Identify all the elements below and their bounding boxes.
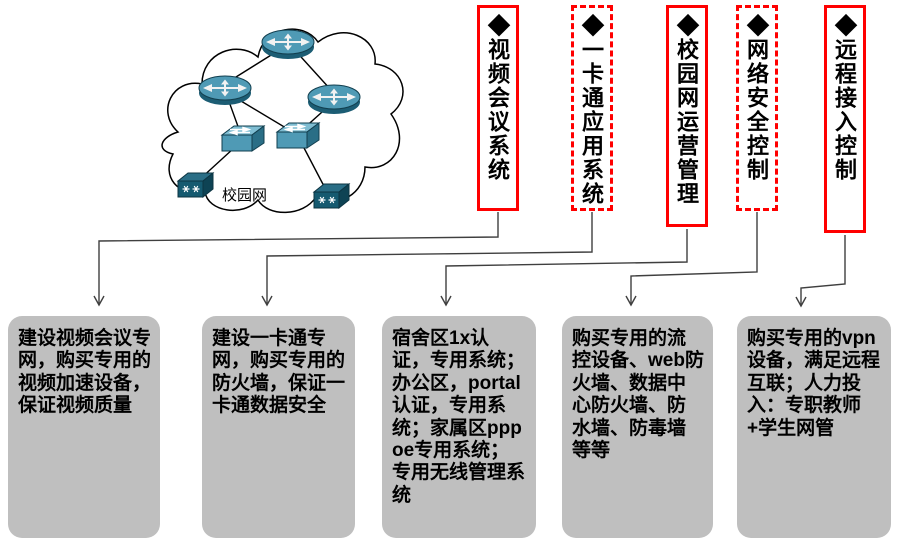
- feature-box-remote-access: ◆远程接入控制: [824, 5, 866, 233]
- router-icon: [261, 29, 315, 60]
- connector-arrow-5: [795, 235, 846, 308]
- lan-switch-icon: [313, 183, 350, 209]
- detail-box-security-control: 购买专用的流控设备、web防火墙、数据中心防火墙、防水墙、防毒墙等等: [562, 316, 713, 538]
- feature-box-video-conference: ◆视频会议系统: [477, 5, 519, 211]
- detail-box-video-conference: 建设视频会议专网，购买专用的视频加速设备，保证视频质量: [8, 316, 160, 538]
- feature-box-security-control: ◆网络安全控制: [736, 5, 778, 211]
- cloud-label: 校园网: [222, 187, 267, 204]
- connector-arrow-3: [440, 229, 688, 307]
- feature-box-network-operation: ◆校园网运营管理: [666, 5, 708, 227]
- detail-box-remote-access: 购买专用的vpn设备，满足远程互联；人力投入：专职教师+学生网管: [737, 316, 891, 538]
- feature-box-one-card-system: ◆一卡通应用系统: [571, 5, 613, 211]
- detail-box-network-operation: 宿舍区1x认证，专用系统；办公区，portal认证，专用系统；家属区pppoe专…: [382, 316, 536, 538]
- router-icon: [198, 75, 252, 106]
- lan-switch-icon: [177, 172, 214, 198]
- detail-box-one-card-system: 建设一卡通专网，购买专用的防火墙，保证一卡通数据安全: [202, 316, 355, 538]
- switch-icon: [221, 125, 265, 152]
- campus-network-topology: 校园网: [161, 28, 404, 214]
- router-icon: [307, 84, 361, 115]
- switch-icon: [276, 122, 320, 149]
